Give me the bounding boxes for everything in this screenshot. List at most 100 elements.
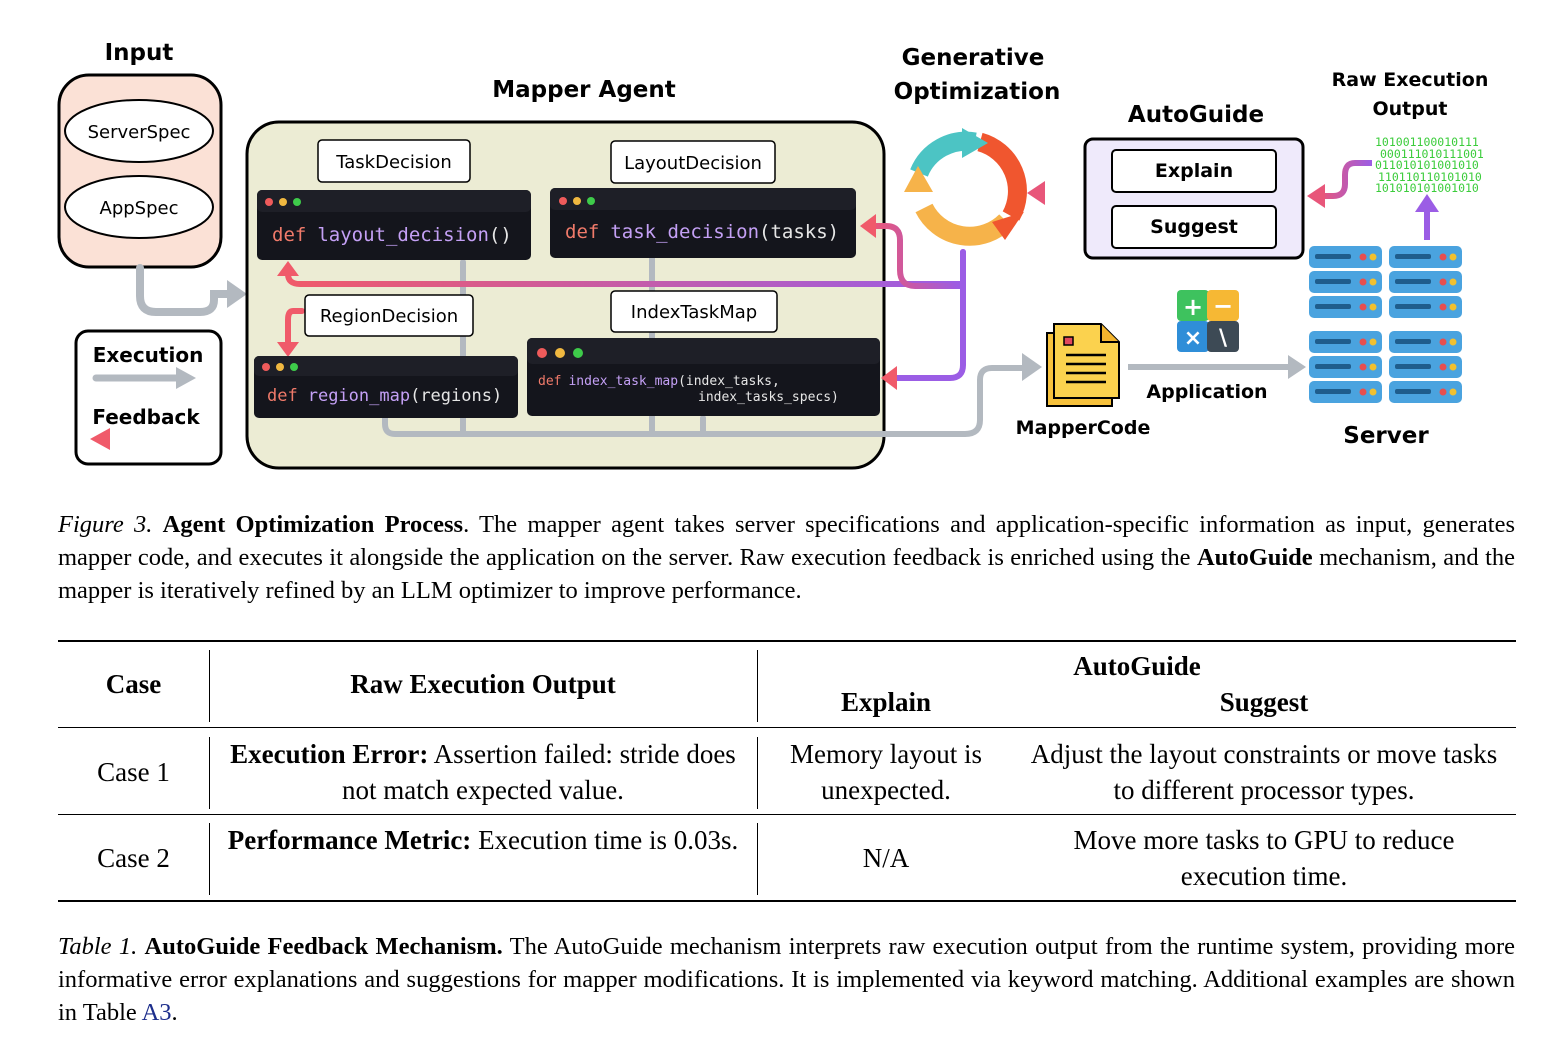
mapper-agent-title: Mapper Agent	[492, 77, 676, 103]
header-explain: Explain	[840, 687, 932, 717]
row2-raw: Performance Metric: Execution time is 0.…	[223, 822, 743, 858]
row1-raw: Execution Error: Assertion failed: strid…	[223, 736, 743, 808]
cycle-arrowhead-yellow	[904, 166, 933, 192]
table-bottom-rule	[58, 900, 1516, 902]
figure-caption-text-a: . The mapper agent takes server specific…	[58, 511, 1515, 571]
raw-arrowhead	[1415, 194, 1439, 212]
feedback-arrowhead-layout	[277, 261, 299, 276]
server-led	[1369, 363, 1377, 371]
binary-line: 110110110101010	[1378, 170, 1482, 184]
serverspec-label: ServerSpec	[88, 122, 191, 143]
raw-output-title-1: Raw Execution	[1332, 69, 1489, 91]
code-region-kw: def	[267, 386, 298, 406]
feedback-arrowhead-index	[881, 366, 897, 390]
indextaskmap-box	[610, 290, 778, 333]
server-led	[1439, 253, 1447, 261]
code-index-fn: index_task_map	[568, 374, 678, 389]
figure-caption-label: Figure 3.	[58, 511, 153, 538]
suggest-label: Suggest	[1150, 216, 1238, 238]
raw-to-autoguide-arrow	[1320, 160, 1372, 199]
legend-feedback-arrowhead	[90, 428, 110, 450]
table-caption-label: Table 1.	[58, 933, 138, 960]
input-to-mapper-arrow	[136, 264, 236, 316]
autoguide-arrowhead	[1307, 184, 1325, 208]
row2-suggest: Move more tasks to GPU to reduce executi…	[1073, 825, 1455, 891]
figure-caption: Figure 3. Agent Optimization Process. Th…	[58, 508, 1515, 607]
code-task-args: (tasks)	[759, 221, 839, 243]
server-slot	[1395, 254, 1431, 259]
table-caption-end: .	[171, 999, 178, 1026]
figure-caption-title: Agent Optimization Process	[162, 511, 464, 538]
gen-opt-title-1: Generative	[902, 45, 1045, 71]
appspec-label: AppSpec	[100, 198, 179, 219]
server-slot	[1315, 304, 1351, 309]
code-layout-fn: layout_decision	[317, 224, 489, 246]
calc-times: ×	[1184, 326, 1202, 351]
server-led	[1359, 253, 1367, 261]
suggest-box	[1111, 205, 1277, 249]
table-vline	[209, 737, 211, 809]
table-vline	[757, 737, 759, 809]
header-case: Case	[105, 669, 162, 699]
binary-line: 101010101001010	[1375, 181, 1479, 195]
gen-opt-title-2: Optimization	[894, 79, 1061, 105]
server-led	[1359, 388, 1367, 396]
calc-minus: −	[1213, 292, 1233, 320]
server-led	[1369, 303, 1377, 311]
server-led	[1439, 338, 1447, 346]
explain-box	[1111, 149, 1277, 193]
row1-explain: Memory layout is unexpected.	[790, 739, 982, 805]
table-caption: Table 1. AutoGuide Feedback Mechanism. T…	[58, 930, 1515, 1029]
server-led	[1359, 363, 1367, 371]
legend-execution-arrowhead	[176, 367, 196, 389]
server-slot	[1395, 364, 1431, 369]
application-label: Application	[1146, 381, 1267, 403]
server-slot	[1315, 339, 1351, 344]
server-led	[1439, 363, 1447, 371]
table-caption-title: AutoGuide Feedback Mechanism.	[144, 933, 503, 960]
cycle-arrowhead-red	[992, 212, 1024, 240]
server-slot	[1395, 339, 1431, 344]
table-reference-link[interactable]: A3	[141, 999, 172, 1026]
indextaskmap-label: IndexTaskMap	[631, 302, 757, 323]
appspec-ellipse	[64, 175, 214, 239]
server-led	[1359, 338, 1367, 346]
regiondecision-label: RegionDecision	[320, 306, 458, 327]
server-slot	[1315, 254, 1351, 259]
table-caption-text: The AutoGuide mechanism interprets raw e…	[58, 933, 1516, 1026]
table-vline	[209, 650, 211, 722]
row2-explain: N/A	[862, 843, 910, 873]
legend-execution-label: Execution	[93, 343, 204, 367]
header-suggest: Suggest	[1219, 687, 1309, 717]
table-header-rule	[58, 727, 1516, 729]
code-index-kw: def	[538, 374, 561, 389]
code-region-fn: region_map	[308, 386, 410, 406]
row2-raw-bold: Performance Metric:	[227, 825, 472, 855]
explain-label: Explain	[1155, 160, 1233, 182]
mappercode-label: MapperCode	[1016, 417, 1151, 439]
figure-caption-text-b: mechanism, and the mapper is iteratively…	[58, 544, 1515, 604]
server-led	[1359, 278, 1367, 286]
calc-plus: +	[1183, 293, 1203, 321]
code-task-kw: def	[565, 221, 599, 243]
server-led	[1439, 303, 1447, 311]
server-led	[1359, 303, 1367, 311]
feedback-arrowhead-region	[277, 342, 299, 357]
header-autoguide: AutoGuide	[1073, 651, 1201, 681]
server-label: Server	[1343, 423, 1429, 449]
table-vline	[209, 823, 211, 895]
server-slot	[1315, 364, 1351, 369]
code-layout-kw: def	[272, 224, 306, 246]
server-led	[1439, 278, 1447, 286]
input-arrowhead	[227, 280, 247, 308]
server-led	[1449, 363, 1457, 371]
application-arrowhead	[1288, 355, 1306, 379]
optimizer-arrowhead	[1027, 181, 1045, 205]
figure-diagram: Input ServerSpec AppSpec Execution Feedb…	[57, 40, 1489, 470]
row1-suggest: Adjust the layout constraints or move ta…	[1030, 739, 1498, 805]
calculator-icon: + − × \	[1177, 290, 1239, 352]
